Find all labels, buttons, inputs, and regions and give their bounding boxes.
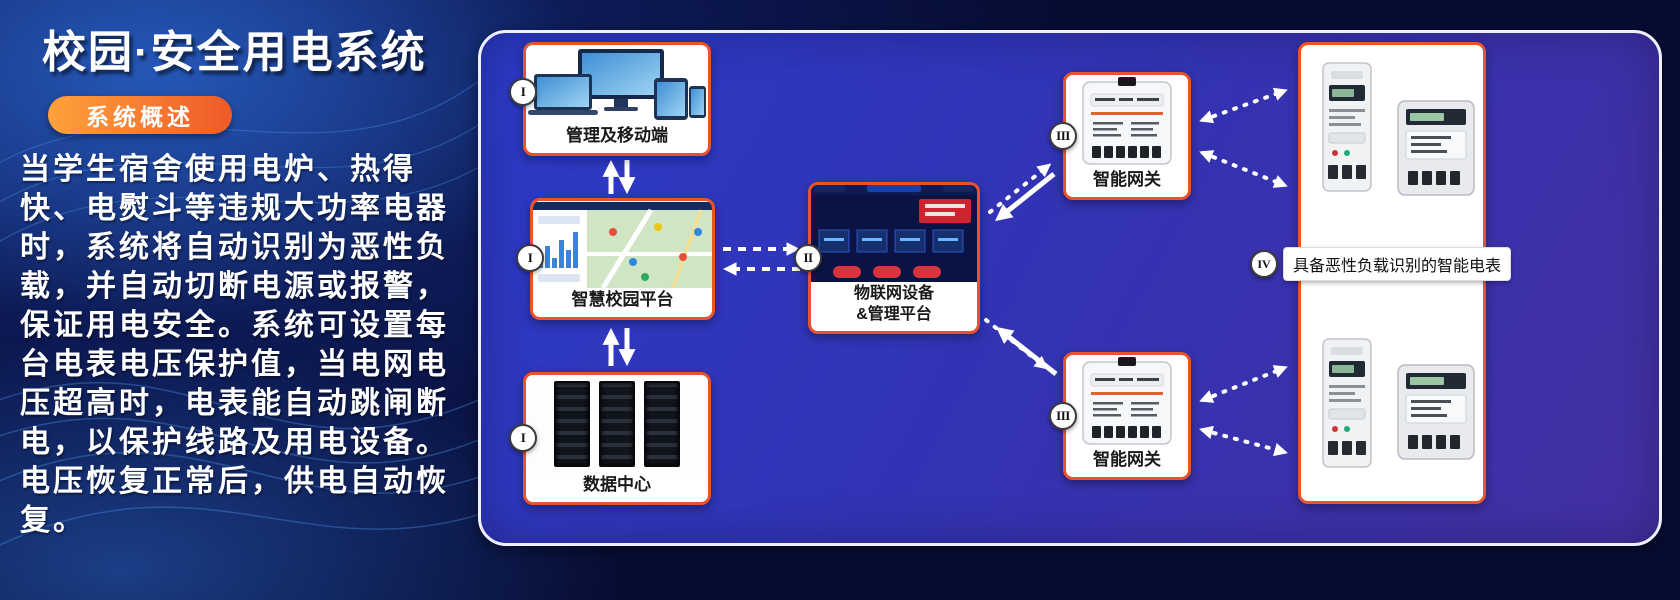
numeral-data-center: I <box>509 424 537 452</box>
iot-dashboard-illustration <box>811 185 977 282</box>
meter-square-illustration <box>1396 363 1476 466</box>
numeral-management: I <box>509 78 537 106</box>
numeral-gateway-bottom: III <box>1049 402 1077 430</box>
meter-tall-illustration <box>1319 61 1375 198</box>
node-iot-platform: 物联网设备 &管理平台 <box>808 182 980 334</box>
node-label: 智能网关 <box>1093 170 1161 189</box>
server-rack <box>644 381 680 467</box>
node-label: &管理平台 <box>856 306 932 323</box>
numeral-campus-platform: I <box>516 244 544 272</box>
numeral-smart-meters: IV <box>1250 250 1278 278</box>
gateway-illustration <box>1066 75 1188 168</box>
node-label: 智能网关 <box>1093 450 1161 469</box>
server-rack <box>554 381 590 467</box>
node-campus-platform: 智慧校园平台 <box>530 198 715 320</box>
page-title: 校园·安全用电系统 <box>42 28 427 77</box>
numeral-gateway-top: III <box>1049 122 1077 150</box>
gateway-illustration <box>1066 355 1188 448</box>
numeral-iot-platform: II <box>794 244 822 272</box>
node-management-mobile: 管理及移动端 <box>523 42 711 156</box>
overview-badge: 系统概述 <box>48 96 232 134</box>
meter-tall-illustration <box>1319 337 1375 474</box>
node-label: 物联网设备 <box>853 285 934 302</box>
node-label: 数据中心 <box>583 475 651 494</box>
node-label: 智慧校园平台 <box>571 290 674 309</box>
node-label: 管理及移动端 <box>566 126 668 145</box>
system-description: 当学生宿舍使用电炉、热得快、电熨斗等违规大功率电器时，系统将自动识别为恶性负载，… <box>20 153 449 537</box>
server-rack <box>599 381 635 467</box>
smart-meters-label: 具备恶性负载识别的智能电表 <box>1283 247 1512 281</box>
data-center-illustration <box>526 375 708 473</box>
meter-square-illustration <box>1396 99 1476 202</box>
smart-meters-label-row: IV 具备恶性负载识别的智能电表 <box>1250 247 1512 281</box>
devices-illustration <box>526 45 708 124</box>
node-gateway-bottom: 智能网关 <box>1063 352 1191 480</box>
node-data-center: 数据中心 <box>523 372 711 505</box>
campus-dashboard-illustration <box>533 201 712 288</box>
node-gateway-top: 智能网关 <box>1063 72 1191 200</box>
